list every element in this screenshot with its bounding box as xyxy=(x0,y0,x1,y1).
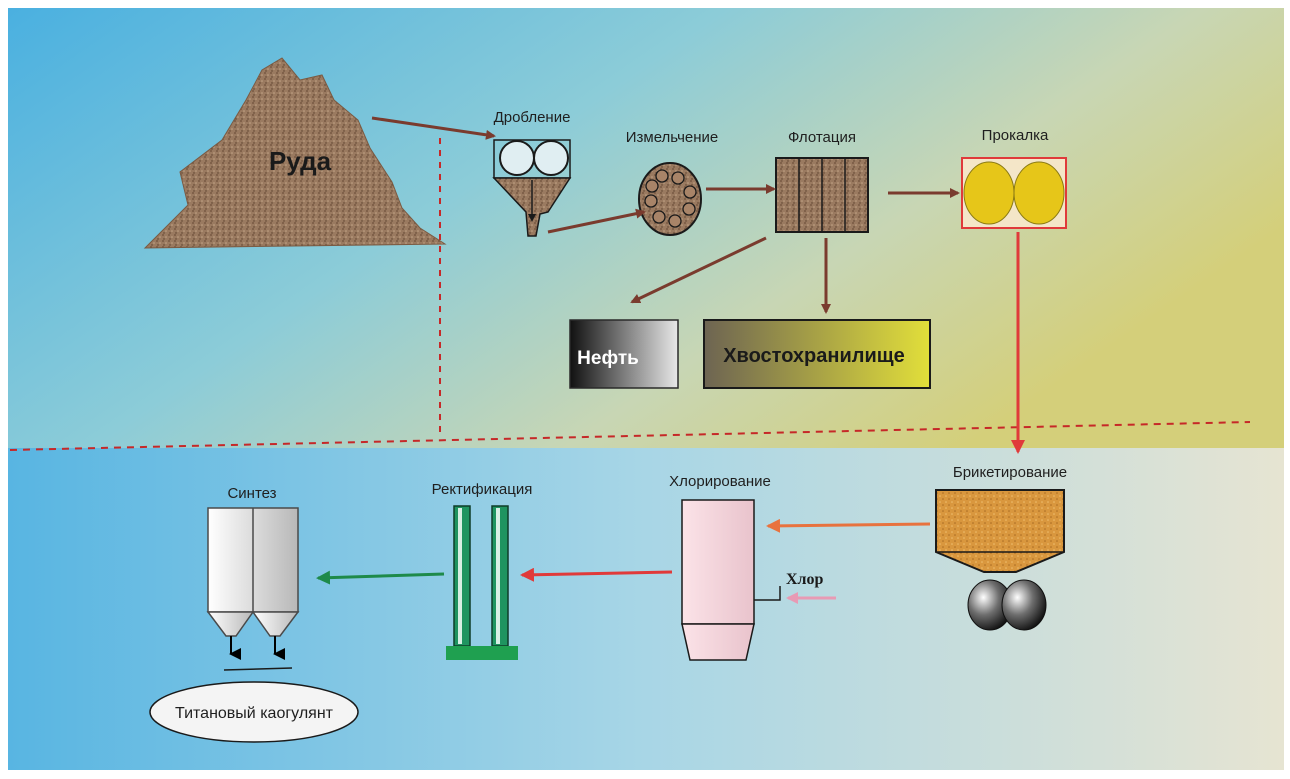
grinding-label: Измельчение xyxy=(626,129,719,146)
ore-pile: Руда xyxy=(143,57,447,249)
oil-box: Нефть xyxy=(569,319,679,389)
briquetting-press: Брикетирование xyxy=(935,464,1067,631)
horizontal-dashed-line xyxy=(9,421,1251,451)
arrow-chlorination-to-rectification xyxy=(520,567,673,582)
synthesis-tanks: Синтез xyxy=(206,485,300,671)
tailings-box: Хвостохранилище xyxy=(703,319,931,389)
arrow-briquetting-to-chlorination xyxy=(766,518,931,533)
arrow-flotation-to-oil xyxy=(630,236,767,304)
oil-label: Нефть xyxy=(577,348,639,369)
arrow-rectification-to-synthesis xyxy=(316,570,445,585)
product-label: Титановый каогулянт xyxy=(175,705,334,722)
rectification-columns: Ректификация xyxy=(432,481,533,660)
roasting-kiln: Прокалка xyxy=(961,127,1067,229)
rectification-label: Ректификация xyxy=(432,481,533,498)
product-ellipse: Титановый каогулянт xyxy=(149,681,359,743)
crusher: Дробление xyxy=(492,109,572,237)
briquetting-label: Брикетирование xyxy=(953,464,1067,481)
arrow-crushing-to-grinding xyxy=(547,208,646,234)
chlorination-reactor: Хлорирование Хлор xyxy=(669,473,824,661)
roasting-label: Прокалка xyxy=(982,127,1049,144)
grinding-mill: Измельчение xyxy=(626,129,719,236)
ore-label: Руда xyxy=(269,146,332,176)
synthesis-label: Синтез xyxy=(227,485,276,502)
arrow-ore-to-crushing xyxy=(371,116,496,140)
flotation-cell: Флотация xyxy=(775,129,869,233)
tailings-label: Хвостохранилище xyxy=(723,345,905,367)
flotation-label: Флотация xyxy=(788,129,856,146)
crushing-label: Дробление xyxy=(494,109,571,126)
chlorination-label: Хлорирование xyxy=(669,473,771,490)
chlorine-label: Хлор xyxy=(786,571,824,588)
